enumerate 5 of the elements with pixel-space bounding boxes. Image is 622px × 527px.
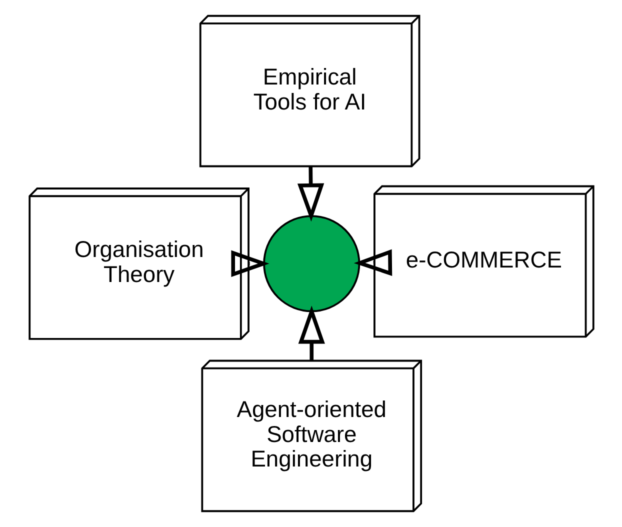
arrow [296,166,324,222]
node-circle [262,215,360,312]
arrow [353,249,392,276]
arrow [230,250,269,277]
arrow [298,306,324,360]
